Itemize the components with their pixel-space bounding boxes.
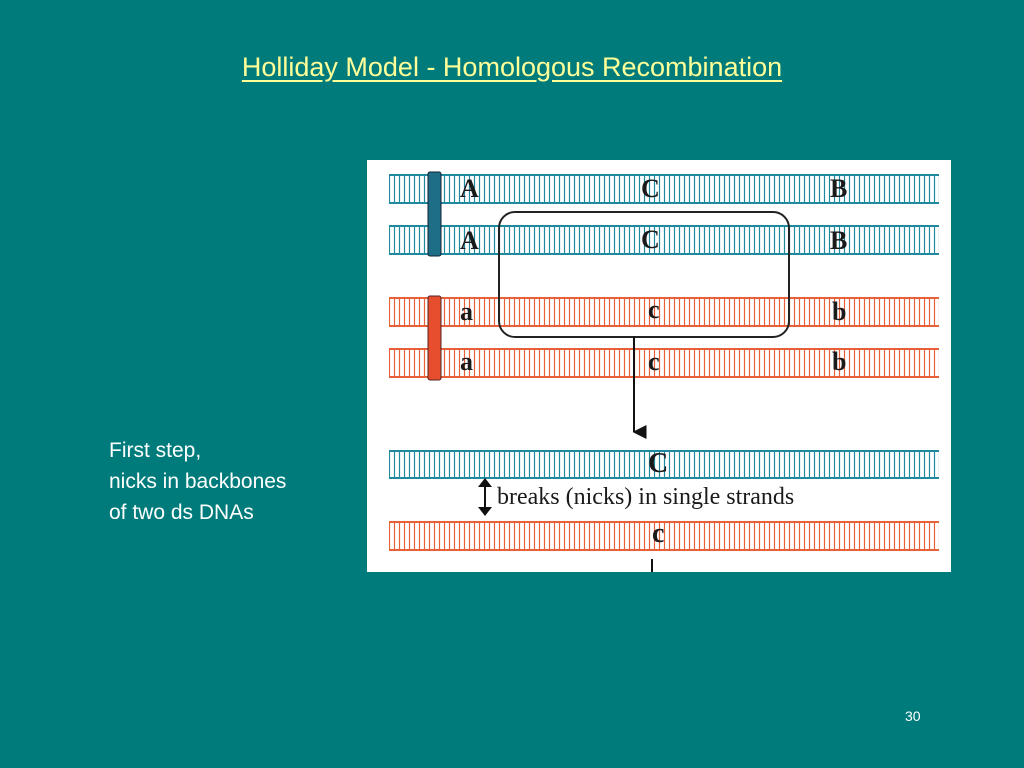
caption-line-1: First step, (109, 439, 202, 462)
label-b-2: b (832, 347, 846, 376)
label-C-nicked: C (648, 448, 668, 479)
label-a-2: a (460, 347, 473, 376)
label-A-2: A (460, 226, 479, 255)
red-duplex-bottom (389, 348, 939, 378)
slide-title: Holliday Model - Homologous Recombinatio… (241, 52, 783, 82)
blue-duplex-bottom (389, 225, 939, 255)
label-c-nicked: c (652, 518, 664, 549)
caption: First step, nicks in backbones of two ds… (109, 435, 286, 528)
label-B-1: B (830, 174, 847, 203)
label-C-2: C (641, 225, 660, 254)
red-duplex-nicked (389, 521, 939, 551)
label-c-1: c (648, 295, 660, 324)
nick-label: breaks (nicks) in single strands (497, 484, 794, 510)
caption-line-3: of two ds DNAs (109, 501, 254, 524)
label-B-2: B (830, 226, 847, 255)
recombination-figure: A C B A C B a c b a c b C c (367, 160, 951, 572)
label-c-2: c (648, 347, 660, 376)
blue-duplex-top (389, 174, 939, 204)
red-duplex-top (389, 297, 939, 327)
label-a-1: a (460, 297, 473, 326)
label-b-1: b (832, 297, 846, 326)
blue-chromosome-bar (427, 171, 442, 257)
double-arrow-icon (478, 478, 492, 516)
selection-box (498, 211, 790, 338)
caption-line-2: nicks in backbones (109, 470, 287, 493)
red-chromosome-bar (427, 295, 442, 381)
page-number: 30 (905, 708, 921, 724)
label-A-1: A (460, 174, 479, 203)
recombination-diagram: A C B A C B a c b a c b C c (389, 171, 939, 572)
blue-duplex-nicked (389, 450, 939, 479)
label-C-1: C (641, 174, 660, 203)
